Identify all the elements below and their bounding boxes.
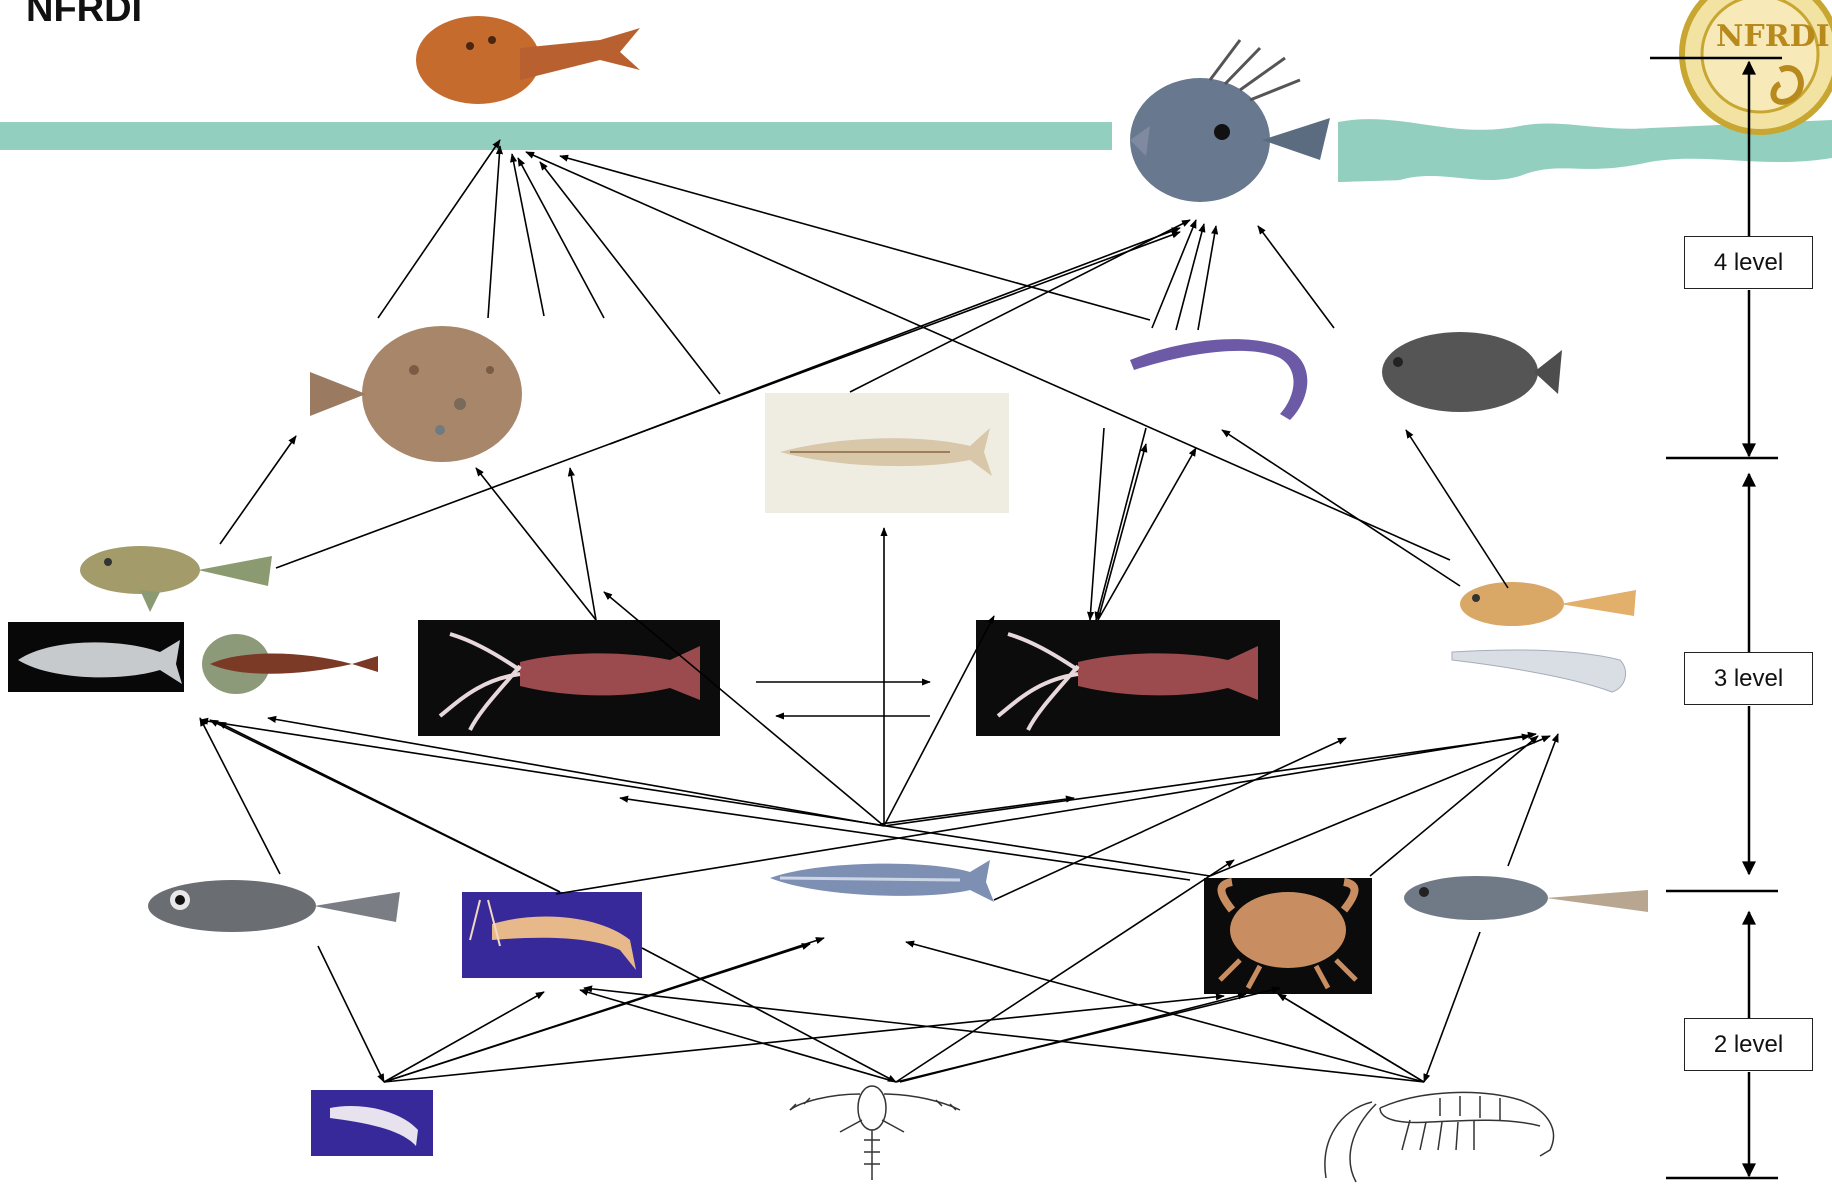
feeding-arrow-13: [220, 436, 296, 544]
crab-photo: [1204, 878, 1372, 994]
feeding-arrow-53: [900, 994, 1246, 1082]
feeding-arrow-26: [200, 718, 280, 874]
feeding-arrow-52: [642, 948, 896, 1082]
eel-photo: [1130, 339, 1307, 420]
level-scale: [1650, 58, 1782, 1178]
feeding-arrow-3: [518, 158, 604, 318]
shrimp-photo: [462, 892, 642, 978]
logo-text: NFRDI: [1716, 19, 1830, 54]
feeding-arrow-19: [1098, 448, 1196, 620]
feeding-arrow-22: [1222, 430, 1460, 586]
feeding-arrow-5: [560, 156, 1150, 320]
anchovy-photo: [770, 860, 994, 902]
level-2-label: 2 level: [1684, 1018, 1813, 1071]
feeding-arrow-18: [1098, 444, 1146, 620]
krill-drawing: [1325, 1092, 1554, 1182]
goby-photo: [1404, 876, 1648, 920]
mysid-photo: [311, 1090, 433, 1156]
level-3-label: 3 level: [1684, 652, 1813, 705]
sea-surface-band: [0, 119, 1832, 182]
hairtail-photo: [1452, 650, 1626, 692]
feeding-arrow-21: [1090, 428, 1104, 620]
yellow-fish-photo: [1460, 582, 1636, 626]
nfrdi-logo: NFRDI: [1682, 0, 1832, 132]
feeding-arrow-50: [1424, 932, 1480, 1082]
lanternfish-photo: [148, 880, 400, 932]
feeding-arrow-30: [200, 720, 1210, 876]
grouper-photo: [1382, 332, 1562, 412]
level-4-label: 4 level: [1684, 236, 1813, 289]
feeding-arrow-28: [218, 722, 560, 892]
feeding-arrow-31: [884, 736, 1530, 826]
small-fish-photo: [80, 546, 272, 612]
squid-left-photo: [418, 620, 720, 736]
feeding-arrow-55: [994, 738, 1346, 900]
feeding-arrow-10: [1176, 224, 1204, 330]
feeding-arrow-2: [512, 154, 544, 316]
flounder-photo: [310, 326, 522, 462]
feeding-arrow-51: [318, 946, 384, 1082]
feeding-arrow-12: [1258, 226, 1334, 328]
feeding-arrow-44: [580, 990, 896, 1082]
feeding-arrow-47: [584, 988, 1424, 1082]
barracuda-photo: [765, 393, 1009, 513]
brand-title: NFRDI: [26, 0, 142, 31]
feeding-arrow-1: [488, 146, 500, 318]
feeding-arrow-37: [880, 798, 1074, 824]
gurnard-photo: [202, 634, 378, 694]
feeding-arrow-4: [540, 162, 720, 394]
feeding-arrow-0: [378, 140, 500, 318]
feeding-arrow-15: [476, 468, 596, 620]
john-dory-photo: [1130, 40, 1330, 202]
anglerfish-photo: [402, 0, 646, 122]
silver-fish-photo: [8, 622, 184, 692]
feeding-arrow-23: [1406, 430, 1508, 588]
feeding-arrow-43: [384, 996, 1224, 1082]
feeding-arrow-11: [1198, 226, 1216, 330]
feeding-arrow-20: [1096, 428, 1146, 620]
feeding-arrow-32: [556, 734, 1536, 894]
copepod-drawing: [790, 1086, 960, 1180]
feeding-arrow-16: [570, 468, 596, 620]
squid-right-photo: [976, 620, 1280, 736]
